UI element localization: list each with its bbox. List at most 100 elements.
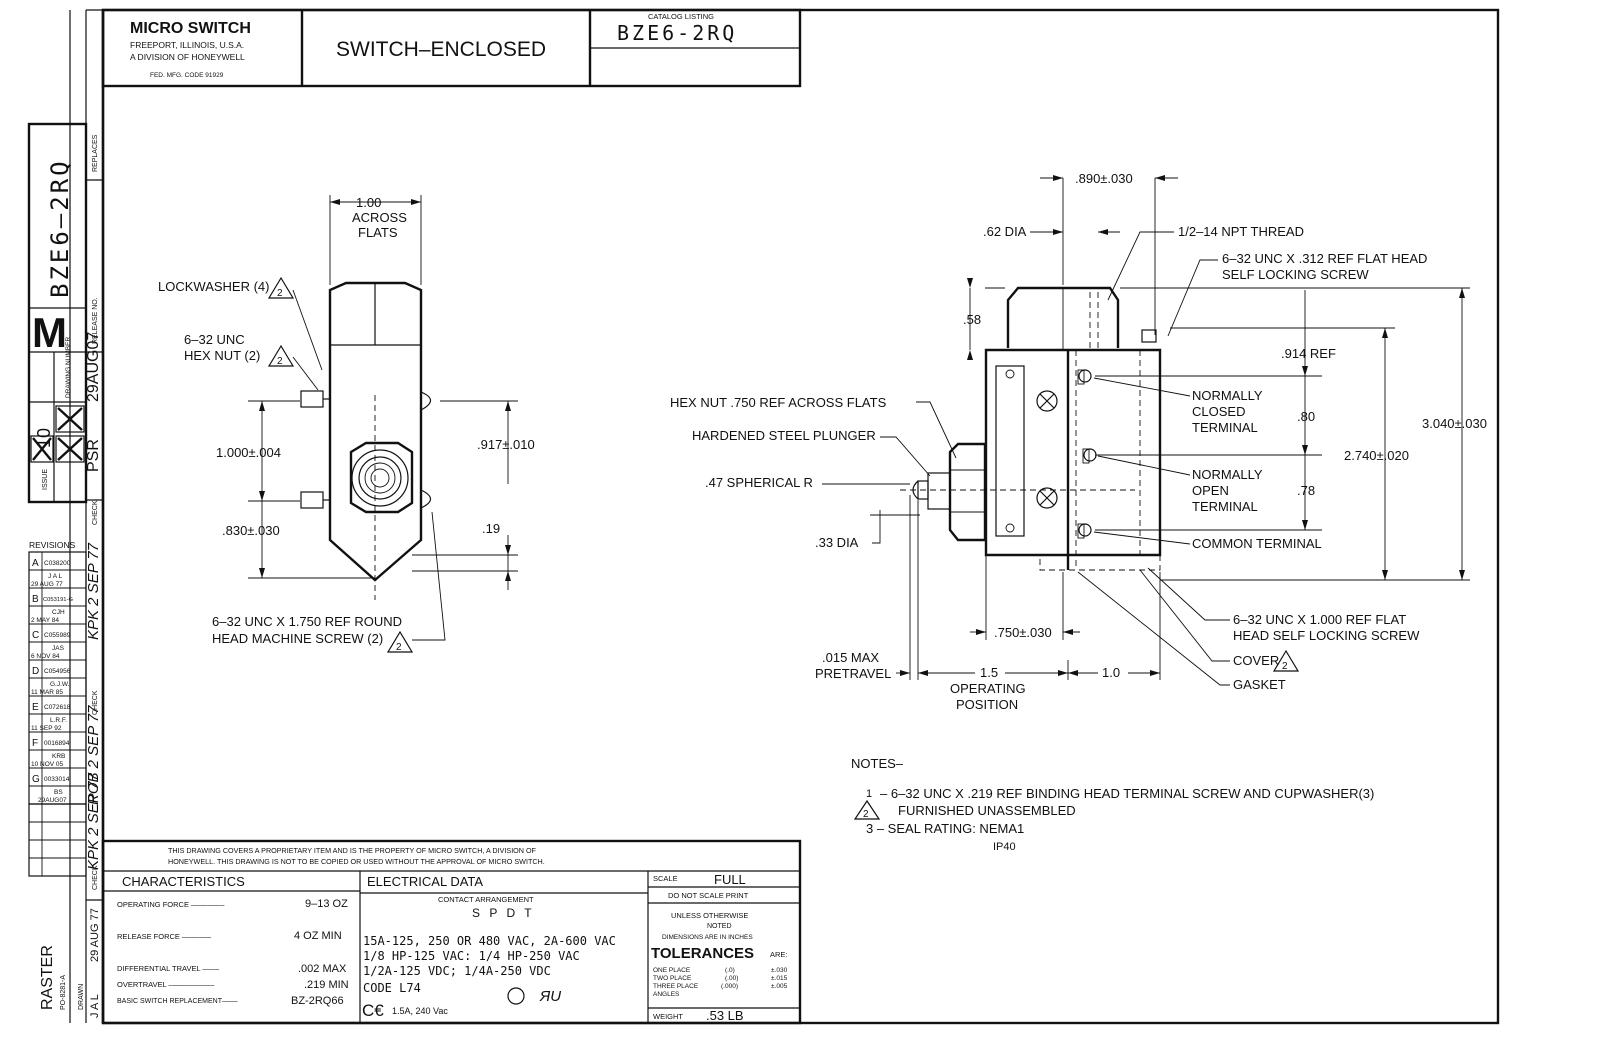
- note-3-text: 3 – SEAL RATING: NEMA1: [866, 821, 1024, 836]
- tol-val-1: ±.030: [771, 967, 788, 974]
- rev-code: 0016894: [44, 740, 70, 747]
- contact-value: S P D T: [472, 906, 535, 920]
- npt-thread: 1/2–14 NPT THREAD: [1178, 224, 1304, 239]
- dim-10: 1.0: [1102, 665, 1120, 680]
- svg-text:2: 2: [277, 288, 283, 299]
- unless-text: UNLESS OTHERWISE: [671, 911, 748, 920]
- rev-code: C054956: [44, 668, 71, 675]
- gasket-label: GASKET: [1233, 677, 1286, 692]
- cover-label: COVER: [1233, 653, 1279, 668]
- rev-date: 6 NOV 84: [31, 653, 60, 660]
- proprietary-2: HONEYWELL. THIS DRAWING IS NOT TO BE COP…: [168, 857, 545, 866]
- pretravel-1: .015 MAX: [822, 650, 879, 665]
- dia-33-label: .33 DIA: [815, 535, 859, 550]
- scale-value: FULL: [714, 872, 746, 887]
- weight-label: WEIGHT: [653, 1012, 683, 1021]
- three-place: THREE PLACE: [653, 983, 699, 990]
- raster-label: RASTER: [39, 945, 56, 1010]
- ul-icon: ЯU: [539, 988, 561, 1005]
- hexnut-label-2: HEX NUT (2): [184, 348, 260, 363]
- hexnut-label: HEX NUT .750 REF ACROSS FLATS: [670, 395, 887, 410]
- rev-by: G.J.W.: [50, 681, 70, 688]
- diff-value: .002 MAX: [298, 963, 347, 975]
- screw-label-1: 6–32 UNC X 1.750 REF ROUND: [212, 614, 402, 629]
- tolerances-heading: TOLERANCES: [651, 945, 754, 962]
- rev-by: L.R.F.: [50, 717, 67, 724]
- tolerances-are: ARE:: [770, 950, 788, 959]
- address-line-2: A DIVISION OF HONEYWELL: [130, 52, 245, 62]
- no-scale-print: DO NOT SCALE PRINT: [668, 891, 749, 900]
- lockwasher-label: LOCKWASHER (4): [158, 279, 269, 294]
- one-place: ONE PLACE: [653, 967, 691, 974]
- dim-3040: 3.040±.030: [1422, 416, 1487, 431]
- note-2-number: 2: [863, 809, 869, 820]
- check-label-2: CHECK: [92, 690, 99, 715]
- no-label-2: OPEN: [1192, 483, 1229, 498]
- dia-62: .62 DIA: [983, 224, 1027, 239]
- drawn-initials: J A L: [89, 994, 101, 1018]
- rev-date: 10 NOV 05: [31, 761, 64, 768]
- electrical-heading: ELECTRICAL DATA: [367, 874, 483, 889]
- dim-15: 1.5: [980, 665, 998, 680]
- rev-letter: F: [32, 738, 38, 749]
- dim-across-flats-2: ACROSS: [352, 210, 407, 225]
- rev-letter: D: [32, 666, 39, 677]
- dim-80: .80: [1297, 409, 1315, 424]
- drawn-date: 29 AUG 77: [89, 908, 101, 962]
- check-by-2: ROB 2 SEP 77: [85, 705, 102, 805]
- proprietary-1: THIS DRAWING COVERS A PROPRIETARY ITEM A…: [168, 846, 537, 855]
- svg-text:2: 2: [277, 356, 283, 367]
- drawing-title: SWITCH–ENCLOSED: [336, 38, 546, 61]
- svg-text:2: 2: [1282, 661, 1288, 672]
- dim-1000: 1.000±.004: [216, 445, 281, 460]
- nc-label-1: NORMALLY: [1192, 388, 1263, 403]
- note-1-text: – 6–32 UNC X .219 REF BINDING HEAD TERMI…: [880, 786, 1374, 801]
- rev-by: BS: [54, 789, 63, 796]
- raster-number: PO-8281-A: [60, 975, 67, 1010]
- nc-label-3: TERMINAL: [1192, 420, 1258, 435]
- notes-heading: NOTES–: [851, 756, 904, 771]
- rev-date: 29 AUG 77: [31, 581, 63, 588]
- nc-label-2: CLOSED: [1192, 404, 1245, 419]
- rev-by: J A L: [48, 573, 62, 580]
- elec-line-4: CODE L74: [363, 981, 421, 995]
- no-label-1: NORMALLY: [1192, 467, 1263, 482]
- dim-78: .78: [1297, 483, 1315, 498]
- basic-value: BZ-2RQ66: [291, 995, 344, 1007]
- op-force-value: 9–13 OZ: [305, 898, 348, 910]
- rev-date: 11 MAR 85: [31, 689, 63, 696]
- flat-screw2-label-2: HEAD SELF LOCKING SCREW: [1233, 628, 1420, 643]
- tol-3: (.000): [721, 983, 738, 990]
- csa-icon: [507, 987, 525, 1005]
- screw-label-2: HEAD MACHINE SCREW (2): [212, 631, 383, 646]
- plunger: [927, 472, 951, 510]
- drawing-letter: M: [32, 309, 67, 356]
- psr-label: PSR: [85, 439, 102, 472]
- side-strip: BZE6–2RQ REPLACES RELEASE NO. M DRAWING …: [27, 9, 103, 1023]
- bottom-block: THIS DRAWING COVERS A PROPRIETARY ITEM A…: [101, 839, 802, 1025]
- diff-label: DIFFERENTIAL TRAVEL ––––: [117, 964, 220, 973]
- rev-letter: B: [32, 594, 39, 605]
- dim-917: .917±.010: [477, 437, 535, 452]
- flat-screw-label-2: SELF LOCKING SCREW: [1222, 267, 1369, 282]
- noted-text: NOTED: [707, 923, 732, 930]
- scale-label: SCALE: [653, 874, 678, 883]
- note-1-number: 1: [866, 788, 872, 800]
- rev-by: JAS: [52, 645, 65, 652]
- ce-rating: 1.5A, 240 Vac: [392, 1006, 448, 1016]
- issue-label: ISSUE: [42, 469, 49, 490]
- dim-across-flats: 1.00: [356, 195, 381, 210]
- ce-mark: C€: [362, 1001, 384, 1020]
- tol-1: (.0): [725, 967, 735, 974]
- catalog-number: BZE6-2RQ: [617, 21, 737, 45]
- issue-number: 10: [34, 428, 54, 448]
- dim-58: .58: [963, 312, 981, 327]
- spherical-label: .47 SPHERICAL R: [705, 475, 813, 490]
- rev-letter: E: [32, 702, 39, 713]
- tol-2: (.00): [725, 975, 738, 982]
- fed-code: FED. MFG. CODE 91929: [150, 72, 224, 79]
- flat-screw2-label-1: 6–32 UNC X 1.000 REF FLAT: [1233, 612, 1406, 627]
- side-view: .890±.030 .62 DIA 1/2–14 NPT THREAD 6–32…: [670, 171, 1487, 712]
- rel-force-value: 4 OZ MIN: [294, 930, 342, 942]
